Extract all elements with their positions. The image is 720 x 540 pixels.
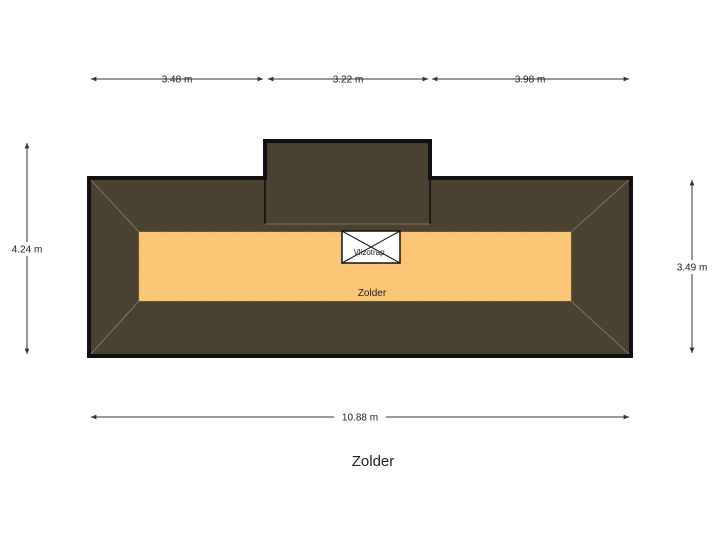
loft-hatch-label: Vlizotrap xyxy=(353,248,385,257)
dimension-top-left-label: 3.48 m xyxy=(162,75,193,86)
hip-line-top-right xyxy=(570,179,630,233)
hip-line-top-left xyxy=(90,179,140,233)
dimension-right: 3.49 m xyxy=(673,180,711,353)
hip-line-bottom-right xyxy=(570,300,630,355)
loft-hatch: Vlizotrap xyxy=(341,230,401,264)
dimension-top-right-label: 3.98 m xyxy=(515,75,546,86)
dimension-top-left: 3.48 m xyxy=(91,75,263,86)
dimension-top-middle-label: 3.22 m xyxy=(333,75,364,86)
hip-line-bottom-left xyxy=(90,300,140,355)
floor-title: Zolder xyxy=(352,453,395,470)
dimension-top-right: 3.98 m xyxy=(432,75,629,86)
room-label: Zolder xyxy=(358,288,387,299)
dimension-left-label: 4.24 m xyxy=(12,245,43,256)
dimension-right-label: 3.49 m xyxy=(677,263,708,274)
dimension-top-middle: 3.22 m xyxy=(268,75,428,86)
loft-hatch-cross-b xyxy=(341,230,401,264)
dimension-left: 4.24 m xyxy=(8,143,46,354)
dimension-bottom: 10.88 m xyxy=(91,410,629,424)
dimension-bottom-label: 10.88 m xyxy=(342,413,378,424)
